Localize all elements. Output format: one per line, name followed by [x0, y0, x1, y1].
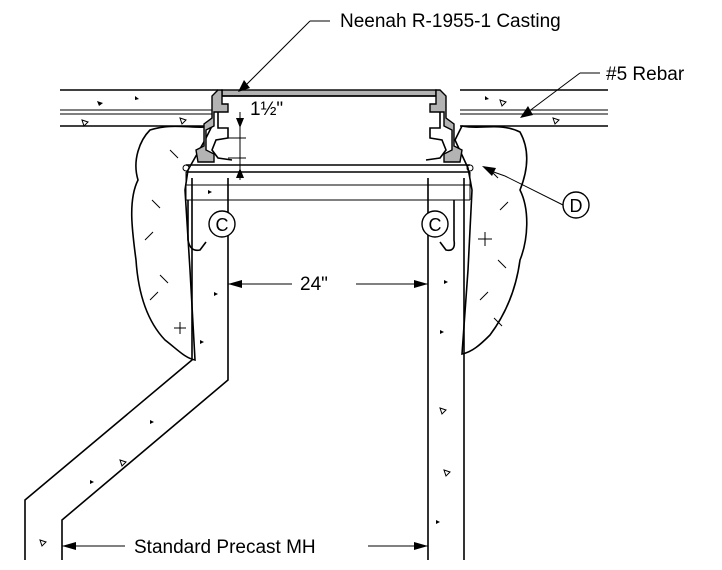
callout-d: D — [482, 166, 590, 219]
casting-frame-right — [425, 89, 463, 163]
manhole-left-wall — [24, 178, 229, 560]
step-left — [187, 200, 207, 252]
step-right — [439, 200, 456, 252]
rebar-leader — [520, 72, 600, 118]
manhole-dimension — [62, 542, 428, 550]
manhole-dimension-label: Standard Precast MH — [134, 537, 316, 558]
casting-label: Neenah R-1955-1 Casting — [340, 11, 561, 32]
callout-d-label: D — [570, 196, 583, 216]
concrete-collar-right — [454, 125, 528, 355]
manhole-right-wall — [427, 178, 465, 560]
opening-dimension-label: 24" — [300, 274, 328, 295]
casting-cover — [221, 89, 437, 97]
casting-frame-left — [195, 89, 233, 163]
grade-dimension-label: 1½" — [250, 99, 283, 120]
casting-leader — [238, 20, 330, 92]
callout-c-left: C — [208, 210, 236, 238]
callout-c-right-label: C — [429, 215, 442, 235]
rebar-label: #5 Rebar — [606, 64, 685, 85]
concrete-collar-left — [130, 124, 214, 361]
callout-c-left-label: C — [216, 215, 229, 235]
grade-dimension — [228, 112, 246, 180]
opening-dimension — [228, 280, 428, 288]
callout-c-right: C — [421, 210, 449, 238]
concrete-slab — [60, 89, 608, 127]
adjusting-rings — [182, 164, 474, 201]
concrete-texture — [39, 96, 560, 547]
